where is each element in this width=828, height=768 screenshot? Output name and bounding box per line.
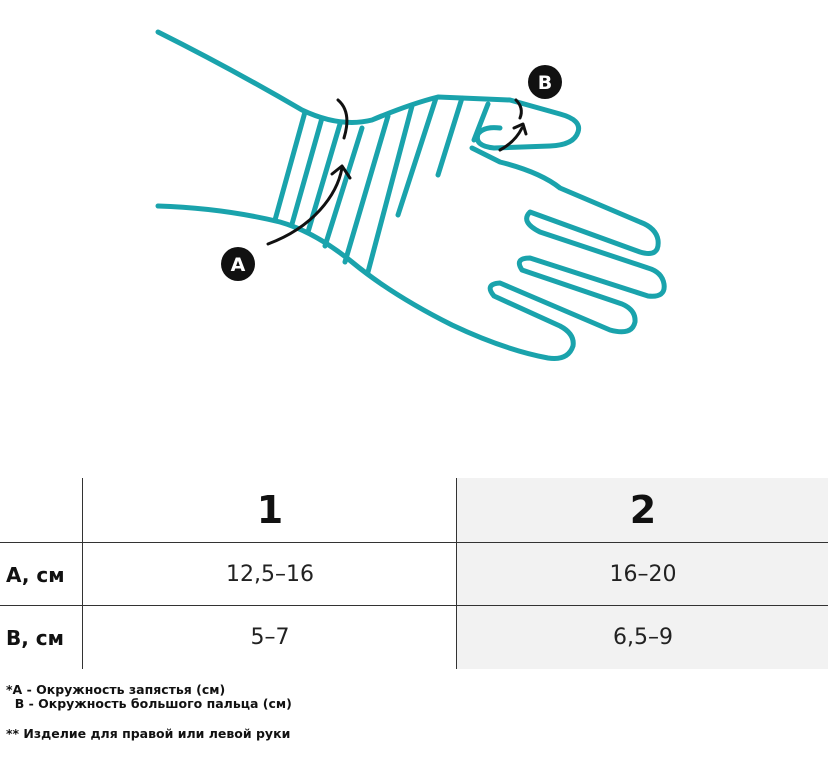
value-cell: 6,5–9: [456, 606, 828, 669]
brace-stripe: [471, 101, 491, 143]
row-label-cell: B, см: [0, 606, 82, 669]
wrist-circumference-arrow: [266, 166, 344, 246]
thumb-arrow-head: [512, 122, 528, 136]
table-row: A, см 12,5–16 16–20: [0, 542, 828, 606]
marker-b: B: [528, 65, 562, 99]
size-label: 1: [256, 488, 284, 532]
brace-stripe: [435, 95, 465, 178]
value-cell: 16–20: [456, 543, 828, 606]
brace-stripe: [322, 125, 365, 249]
measurement-value: 6,5–9: [613, 625, 673, 650]
brace-stripe: [289, 115, 325, 227]
footnote-usage: ** Изделие для правой или левой руки: [6, 726, 291, 741]
measurement-value: 16–20: [609, 562, 677, 587]
marker-a: A: [221, 247, 255, 281]
footnotes: *A - Окружность запястья (см) B - Окружн…: [6, 683, 292, 741]
hand-illustration: A B: [155, 29, 667, 361]
footnote-a: *A - Окружность запястья (см): [6, 682, 226, 697]
row-label: A, см: [6, 562, 65, 587]
thumb-arrow-tail: [514, 98, 523, 120]
table-header-row: 1 2: [0, 478, 828, 542]
measurement-value: 5–7: [250, 625, 290, 650]
svg-text:A: A: [231, 254, 246, 276]
wrist-arrow-tail: [336, 98, 349, 140]
size-table: 1 2 A, см 12,5–16 16–20 B, см 5–7 6,5–9: [0, 478, 828, 669]
value-cell: 12,5–16: [82, 543, 457, 606]
row-label: B, см: [6, 625, 65, 650]
size-column-header: 1: [82, 478, 457, 542]
thumb-circumference-arrow: [498, 126, 524, 152]
hand-outline-top: [155, 29, 582, 151]
brace-stripe: [365, 103, 415, 275]
wrist-arrow-head: [330, 164, 352, 180]
brace-stripe: [395, 95, 439, 218]
footnote-b: B - Окружность большого пальца (см): [6, 696, 292, 711]
row-label-cell: A, см: [0, 543, 82, 606]
svg-text:B: B: [538, 72, 552, 94]
hand-outline-bottom: [155, 145, 667, 361]
brace-stripe: [305, 121, 343, 235]
table-corner-cell: [0, 478, 82, 542]
brace-stripe: [342, 113, 391, 265]
table-row: B, см 5–7 6,5–9: [0, 605, 828, 669]
measurement-value: 12,5–16: [226, 562, 314, 587]
size-column-header: 2: [456, 478, 828, 542]
brace-stripe: [272, 109, 308, 223]
size-label: 2: [629, 488, 657, 532]
value-cell: 5–7: [82, 606, 457, 669]
